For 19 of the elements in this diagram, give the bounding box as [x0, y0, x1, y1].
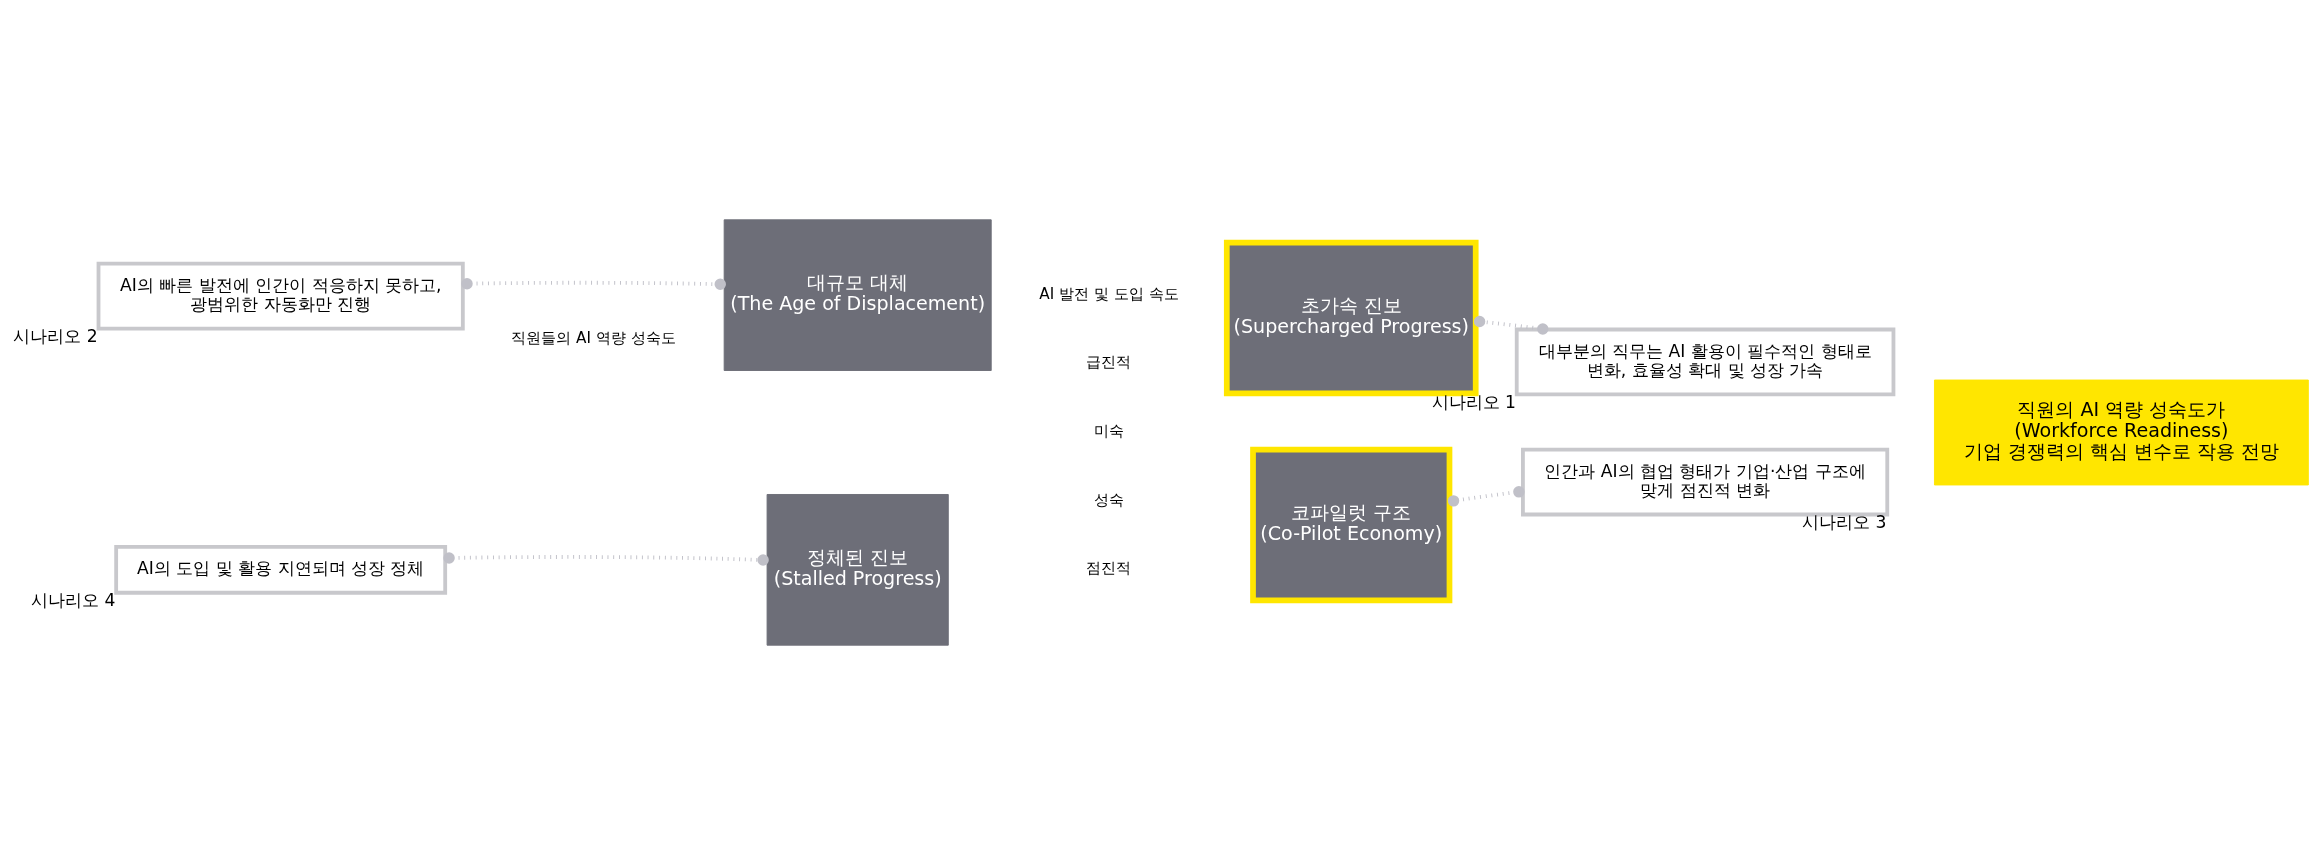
node-box: 코파일럿 구조 (Co-Pilot Economy) [1250, 446, 1453, 604]
connector [443, 552, 769, 566]
label: 성숙 [1094, 490, 1124, 509]
node-box: AI의 빠른 발전에 인간이 적응하지 못하고, 광범위한 자동화만 진행 [96, 261, 465, 331]
label: 점진적 [1086, 559, 1132, 578]
node-box: 대부분의 직무는 AI 활용이 필수적인 형태로 변화, 효율성 확대 및 성장 가속 [1514, 327, 1896, 397]
connector [461, 277, 726, 290]
node-label: 시나리오 2 [13, 326, 98, 347]
node-box: AI의 도입 및 활용 지연되며 성장 정체 [114, 545, 448, 595]
connector [1447, 486, 1525, 507]
connector [1473, 315, 1549, 335]
node-box: 대규모 대체 (The Age of Displacement) [723, 219, 992, 371]
label: 직원들의 AI 역량 성숙도 [511, 328, 676, 347]
label: 미숙 [1094, 422, 1124, 441]
label: 급진적 [1086, 353, 1132, 372]
node-box: 정체된 진보 (Stalled Progress) [766, 494, 949, 646]
node-box: 직원의 AI 역량 성숙도가 (Workforce Readiness) 기업 경쟁력의 핵심 변수로 작용 전망 [1934, 379, 2309, 486]
node-label: 시나리오 4 [31, 590, 116, 611]
label: AI 발전 및 도입 속도 [1039, 284, 1179, 303]
